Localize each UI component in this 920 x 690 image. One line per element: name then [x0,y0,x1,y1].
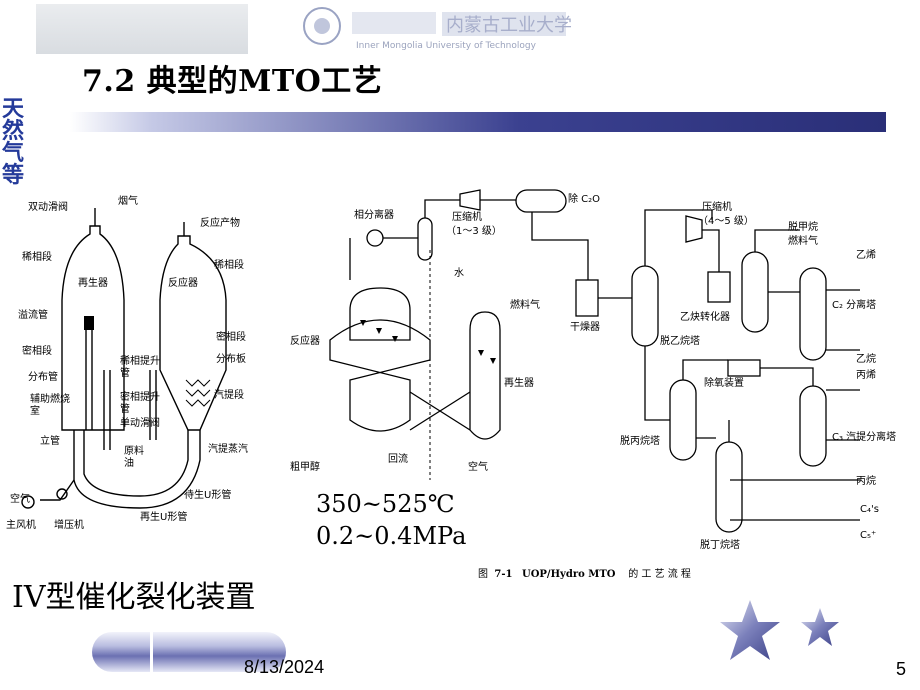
figure-caption-number: 7-1 [494,569,513,580]
label-reaction-product: 反应产物 [200,218,240,229]
label-dense-phase-right: 密相段 [216,332,246,343]
temperature-range: 350~525℃ [316,490,455,518]
pressure-range: 0.2~0.4MPa [316,522,467,550]
label-regen-u: 再生U形管 [140,512,188,523]
label-debutanizer: 脱丁烷塔 [700,540,740,551]
label-booster: 增压机 [54,520,84,531]
fcc-unit-diagram [21,208,227,509]
label-c4: C₄'s [860,504,879,515]
star-icon [720,600,839,660]
label-compressor1-stages: （1～3 级） [446,226,502,237]
label-distribution-pipe: 分布管 [28,372,58,383]
label-deethanizer: 脱乙烷塔 [660,336,700,347]
label-dilute-phase-right: 稀相段 [214,260,244,271]
label-overflow-pipe: 溢流管 [18,310,48,321]
label-remove-co2: 除 C₂O [568,194,601,205]
label-feed-oil: 原料油 [124,446,144,469]
label-phase-separator: 相分离器 [354,210,394,221]
label-c2-splitter: C₂ 分离塔 [832,300,877,311]
label-aux-combustion: 辅助燃烧室 [30,394,70,417]
label-water: 水 [454,268,464,279]
side-text: 天然气等 [2,96,25,188]
left-caption: IV型催化裂化装置 [12,580,256,615]
label-propane: 丙烷 [856,476,876,487]
process-conditions: 350~525℃ 0.2~0.4MPa [316,488,466,552]
label-c3-splitter: C₃ 汽提分离塔 [832,432,897,443]
university-name-cn: 内蒙古工业大学 [446,15,572,36]
label-regenerator: 再生器 [78,278,108,289]
label-flue-gas: 烟气 [118,196,138,207]
figure-caption-prefix: 图 [478,569,488,580]
label-compressor2: 压缩机 [702,202,732,213]
label-air-right: 空气 [468,462,488,473]
label-dense-phase-left: 密相段 [22,346,52,357]
label-main-fan: 主风机 [6,520,36,531]
label-reactor-right: 反应器 [290,336,320,347]
label-depropanizer: 脱丙烷塔 [620,436,660,447]
header-photo [36,4,248,54]
label-fuel-gas: 燃料气 [510,300,540,311]
footer-pill-decoration [92,632,286,672]
label-crude-methanol: 粗甲醇 [290,462,320,473]
label-c5: C₅⁺ [860,530,877,541]
label-reflux: 回流 [388,454,408,465]
page-number: 5 [896,659,907,679]
label-double-slide-valve: 双动滑阀 [28,202,68,213]
label-dryer: 干燥器 [570,322,600,333]
label-demethanizer: 脱甲烷 [788,222,818,233]
label-compressor1: 压缩机 [452,212,482,223]
label-ethane: 乙烷 [856,354,876,365]
figure-caption-name: UOP/Hydro MTO [521,569,616,580]
label-single-slide-valve: 单动滑阀 [120,418,160,429]
label-dense-riser: 密相提升管 [120,392,160,415]
mto-process-diagram [329,189,860,533]
label-fuel-gas2: 燃料气 [788,236,818,247]
label-regenerator-right: 再生器 [504,378,534,389]
label-dilute-phase-left: 稀相段 [22,252,52,263]
figure-caption-suffix: 的 工 艺 流 程 [628,569,691,580]
figure-caption: 图 7-1 UOP/Hydro MTO 的 工 艺 流 程 [478,565,691,580]
slide-title: 7.2 典型的MTO工艺 [82,64,383,99]
label-acetylene-conv: 乙炔转化器 [680,312,730,323]
label-stripping-section: 汽提段 [214,390,244,401]
label-propylene: 丙烯 [856,370,876,381]
label-compressor2-stages: （4～5 级） [698,216,754,227]
label-dilute-riser: 稀相提升管 [120,356,160,379]
footer-date: 8/13/2024 [244,657,325,677]
label-air-left: 空气 [10,494,30,505]
label-deoxy: 除氧装置 [704,378,744,389]
label-distribution-plate: 分布板 [216,354,246,365]
label-ethylene: 乙烯 [856,250,876,261]
label-stripping-steam: 汽提蒸汽 [208,444,248,455]
footer-pill-divider [150,632,153,672]
university-logo: Inner Mongolia University of Technology … [303,7,572,51]
university-name-en: Inner Mongolia University of Technology [356,41,537,51]
label-riser: 立管 [40,436,60,447]
label-spent-u: 待生U形管 [184,490,232,501]
label-reactor: 反应器 [168,278,198,289]
title-bar [70,112,886,132]
